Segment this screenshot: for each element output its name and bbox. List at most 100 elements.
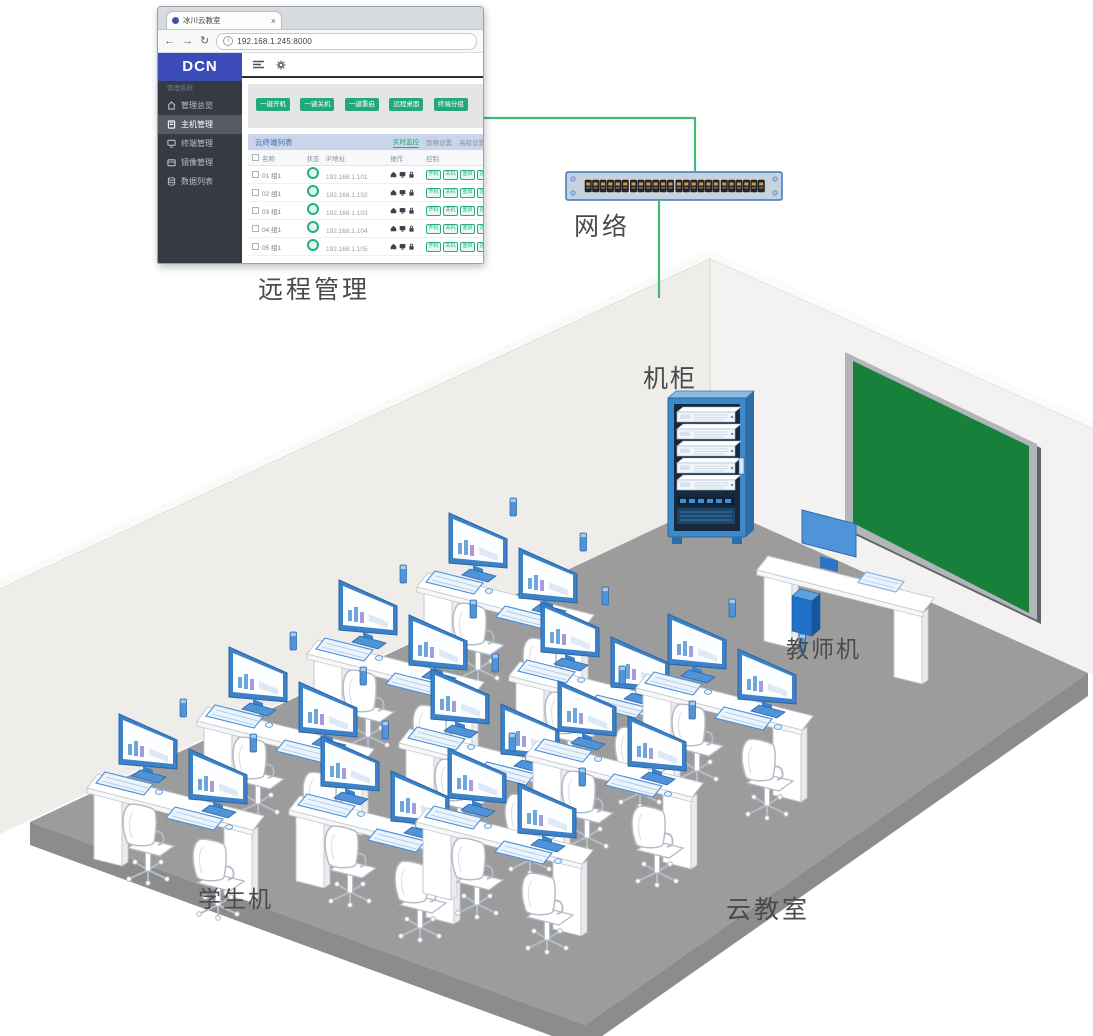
badge[interactable]: 开机 — [426, 169, 441, 180]
badge[interactable]: 关机 — [443, 241, 458, 252]
tab-title: 冰川云教室 — [183, 16, 221, 25]
screen-icon[interactable] — [399, 207, 406, 214]
lock-icon[interactable] — [408, 225, 415, 232]
badge[interactable]: 重启 — [460, 169, 475, 180]
terminal-table: 名称 状态 IP地址 操作 控制 01 组1 192.168.1.101 — [248, 150, 483, 256]
panel-link-monitor[interactable]: 实时监控 — [393, 136, 419, 148]
badge[interactable]: 重启 — [460, 241, 475, 252]
label-remote-management: 远程管理 — [258, 276, 371, 304]
status-online-icon — [307, 184, 319, 197]
power-off-button[interactable]: 一键关机 — [300, 98, 335, 111]
table-row[interactable]: 04 组1 192.168.1.104 开机 关机 重启 还原 — [248, 220, 483, 238]
row-checkbox[interactable] — [252, 189, 259, 196]
lock-icon[interactable] — [408, 189, 415, 196]
right-wall-top-edge — [710, 250, 1093, 430]
back-icon[interactable]: ← — [164, 34, 175, 47]
row-checkbox[interactable] — [252, 243, 259, 250]
screen-icon[interactable] — [399, 171, 406, 178]
badge[interactable]: 重启 — [460, 187, 475, 198]
url-text: 192.168.1.245:8000 — [237, 36, 312, 46]
main-header — [242, 53, 483, 78]
lock-icon[interactable] — [408, 207, 415, 214]
badge[interactable]: 关机 — [443, 205, 458, 216]
panel-link-advanced[interactable]: 高级设置 — [459, 140, 484, 147]
lock-icon[interactable] — [408, 171, 415, 178]
teacher-monitor-back — [801, 509, 857, 572]
screen-icon[interactable] — [399, 189, 406, 196]
badge[interactable]: 还原 — [477, 187, 483, 198]
box-icon — [167, 159, 176, 167]
lock-icon[interactable] — [408, 243, 415, 250]
database-icon — [167, 177, 176, 186]
reboot-button[interactable]: 一键重启 — [344, 98, 379, 111]
power-on-button[interactable]: 一键开机 — [256, 98, 290, 111]
sidebar-note: 管理系统 — [167, 85, 193, 92]
badge[interactable]: 开机 — [426, 223, 441, 234]
list-header-bar: 云终端列表 实时监控 策略设置 高级设置 — [248, 134, 484, 150]
badge[interactable]: 关机 — [443, 169, 458, 180]
sidebar-item-hosts[interactable]: 主机管理 — [158, 115, 242, 134]
gear-icon[interactable] — [276, 60, 286, 70]
badge[interactable]: 重启 — [460, 205, 475, 216]
info-icon[interactable]: i — [223, 36, 234, 46]
home-icon — [167, 101, 176, 110]
row-checkbox[interactable] — [252, 225, 259, 232]
rack-server-units — [676, 406, 742, 491]
badge[interactable]: 开机 — [426, 187, 441, 198]
left-wall-top-edge — [0, 250, 710, 590]
browser-tab-strip: 冰川云教室 × — [158, 7, 483, 30]
sidebar-item-images[interactable]: 镜像管理 — [158, 153, 242, 172]
teacher-tower-pc — [791, 588, 821, 637]
left-wall-top-line — [0, 258, 711, 590]
teacher-desk — [756, 509, 935, 685]
chalkboard — [845, 352, 1041, 624]
badge[interactable]: 重启 — [460, 223, 475, 234]
badge[interactable]: 还原 — [477, 223, 483, 234]
network-switch — [565, 171, 783, 201]
label-cabinet: 机柜 — [643, 365, 698, 393]
status-online-icon — [307, 166, 319, 179]
badge[interactable]: 开机 — [426, 205, 441, 216]
menu-icon[interactable] — [253, 60, 264, 69]
screen-icon[interactable] — [399, 225, 406, 232]
table-header: 名称 状态 IP地址 操作 控制 — [248, 150, 483, 166]
floor-skirt-right — [585, 673, 1088, 1036]
sidebar-item-terminals[interactable]: 终端管理 — [158, 134, 242, 153]
badge[interactable]: 还原 — [477, 241, 483, 252]
status-online-icon — [307, 238, 319, 251]
server-rack — [666, 390, 756, 544]
browser-tab[interactable]: 冰川云教室 × — [166, 11, 282, 29]
sidebar-item-data[interactable]: 数据列表 — [158, 172, 242, 191]
screen-icon[interactable] — [399, 243, 406, 250]
forward-icon[interactable]: → — [182, 34, 193, 47]
connector-browser-to-switch — [482, 116, 697, 171]
table-row[interactable]: 03 组1 192.168.1.103 开机 关机 重启 还原 — [248, 202, 483, 220]
row-checkbox[interactable] — [252, 171, 259, 178]
home-icon[interactable] — [390, 189, 397, 196]
badge[interactable]: 关机 — [443, 223, 458, 234]
panel-link-policy[interactable]: 策略设置 — [426, 140, 452, 147]
panel-title: 云终端列表 — [255, 137, 293, 147]
badge[interactable]: 开机 — [426, 241, 441, 252]
remote-desktop-button[interactable]: 远程桌面 — [389, 98, 424, 111]
address-bar[interactable]: i 192.168.1.245:8000 — [216, 32, 477, 50]
select-all-checkbox[interactable] — [252, 154, 259, 161]
tab-close-icon[interactable]: × — [270, 15, 276, 26]
home-icon[interactable] — [390, 171, 397, 178]
group-button[interactable]: 终端分组 — [433, 98, 468, 111]
status-online-icon — [307, 202, 319, 215]
home-icon[interactable] — [390, 243, 397, 250]
table-row[interactable]: 02 组1 192.168.1.102 开机 关机 重启 还原 — [248, 184, 483, 202]
table-row[interactable]: 05 组1 192.168.1.105 开机 关机 重启 还原 — [248, 238, 483, 256]
sidebar-item-overview[interactable]: 管理总览 — [158, 96, 242, 115]
right-wall-top-line — [709, 258, 1093, 430]
home-icon[interactable] — [390, 207, 397, 214]
table-row[interactable]: 01 组1 192.168.1.101 开机 关机 重启 还原 — [248, 166, 483, 184]
badge[interactable]: 还原 — [477, 169, 483, 180]
browser-toolbar: ← → ↻ i 192.168.1.245:8000 — [158, 30, 483, 53]
refresh-icon[interactable]: ↻ — [200, 34, 210, 47]
badge[interactable]: 关机 — [443, 187, 458, 198]
row-checkbox[interactable] — [252, 207, 259, 214]
home-icon[interactable] — [390, 225, 397, 232]
badge[interactable]: 还原 — [477, 205, 483, 216]
